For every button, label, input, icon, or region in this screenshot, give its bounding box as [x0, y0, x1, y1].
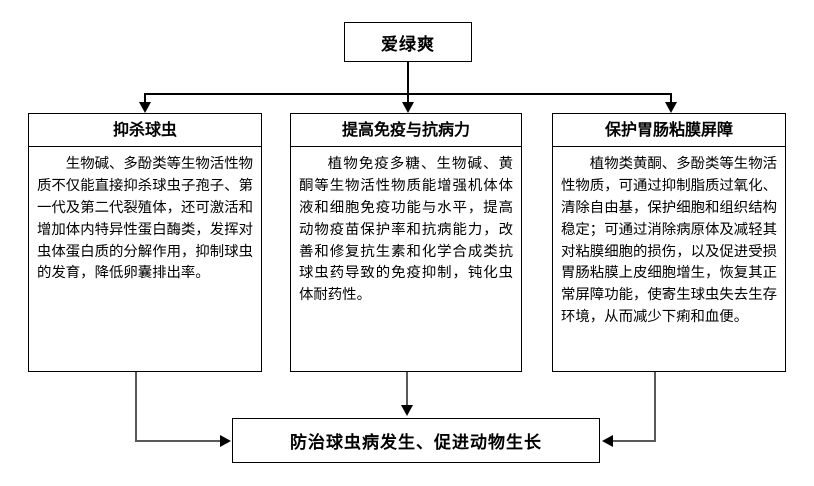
branch-node-1[interactable]: 抑杀球虫 生物碱、多酚类等生物活性物质不仅能直接抑杀球虫子孢子、第一代及第二代裂…	[28, 113, 262, 372]
arrowhead-result-top	[401, 405, 413, 416]
branch-node-2-body: 植物免疫多糖、生物碱、黄酮等生物活性物质能增强机体体液和细胞免疫功能与水平，提高…	[299, 156, 513, 304]
branch-node-1-body: 生物碱、多酚类等生物活性物质不仅能直接抑杀球虫子孢子、第一代及第二代裂殖体，还可…	[37, 156, 253, 282]
connector-branch-3-vertical	[654, 372, 656, 441]
arrowhead-branch-3	[665, 102, 677, 113]
branch-node-3-title: 保护胃肠粘膜屏障	[553, 114, 785, 147]
branch-node-3[interactable]: 保护胃肠粘膜屏障 植物类黄酮、多酚类等生物活性物质，可通过抑制脂质过氧化、清除自…	[552, 113, 786, 372]
connector-branch-1-vertical	[135, 372, 137, 441]
result-node[interactable]: 防治球虫病发生、促进动物生长	[232, 418, 600, 463]
branch-node-1-title: 抑杀球虫	[29, 114, 261, 147]
connector-root-stem	[407, 62, 409, 94]
branch-node-2-title: 提高免疫与抗病力	[291, 114, 521, 147]
connector-branch-2-vertical	[406, 372, 408, 407]
result-node-label: 防治球虫病发生、促进动物生长	[290, 433, 542, 453]
root-node[interactable]: 爱绿爽	[344, 22, 472, 62]
root-node-label: 爱绿爽	[381, 34, 435, 55]
connector-drop-branch-2	[407, 93, 409, 105]
arrowhead-branch-2	[402, 102, 414, 113]
connector-branch-3-horizontal	[613, 440, 656, 442]
arrowhead-branch-1	[139, 102, 151, 113]
branch-node-2[interactable]: 提高免疫与抗病力 植物免疫多糖、生物碱、黄酮等生物活性物质能增强机体体液和细胞免…	[290, 113, 522, 372]
connector-drop-branch-1	[144, 93, 146, 105]
arrowhead-result-left	[220, 435, 231, 447]
connector-drop-branch-3	[670, 93, 672, 105]
connector-branch-1-horizontal	[135, 440, 222, 442]
branch-node-3-body: 植物类黄酮、多酚类等生物活性物质，可通过抑制脂质过氧化、清除自由基，保护细胞和组…	[561, 156, 777, 326]
arrowhead-result-right	[602, 435, 613, 447]
